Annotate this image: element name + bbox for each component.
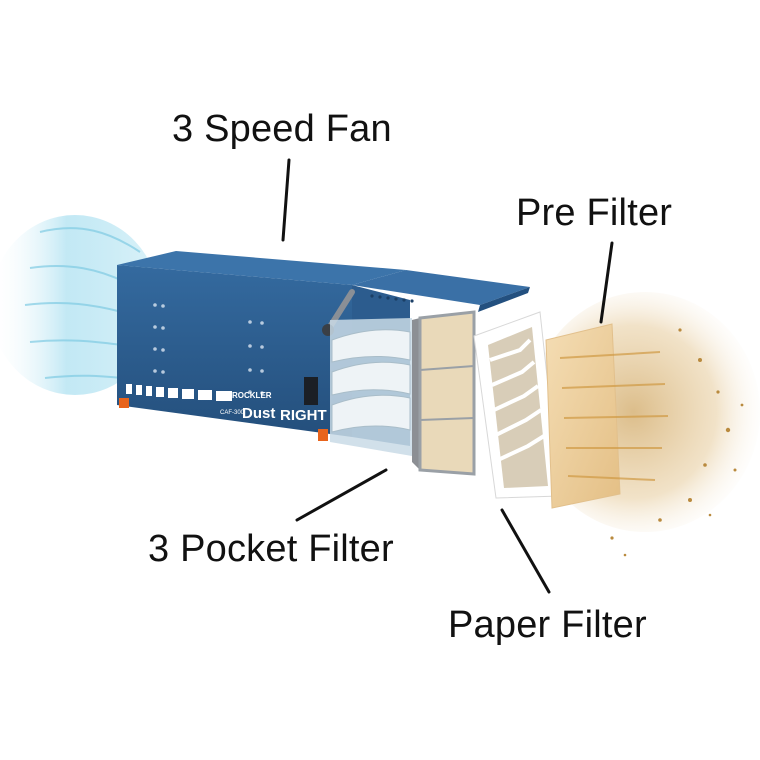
leader-pre-filter <box>599 241 614 324</box>
leader-paper-filter <box>500 508 551 594</box>
paper-filter <box>473 311 561 499</box>
foot-right <box>318 429 328 441</box>
leader-pocket-filter <box>295 468 388 522</box>
foot-left <box>119 398 129 408</box>
model-badge: CAF-300 <box>220 410 245 416</box>
brand-accent: RIGHT <box>280 407 327 424</box>
leader-fan <box>281 158 291 242</box>
pocket-filter <box>330 310 476 476</box>
leader-lines <box>281 158 614 594</box>
label-3-speed-fan: 3 Speed Fan <box>172 108 392 150</box>
brand-logo: ROCKLER CAF-300 Dust RIGHT <box>220 391 327 424</box>
label-3-pocket-filter: 3 Pocket Filter <box>148 528 394 570</box>
brand-small: ROCKLER <box>232 391 272 400</box>
brand-main: Dust <box>242 405 275 422</box>
label-pre-filter: Pre Filter <box>516 192 673 234</box>
label-paper-filter: Paper Filter <box>448 604 647 646</box>
pre-filter <box>545 323 669 509</box>
